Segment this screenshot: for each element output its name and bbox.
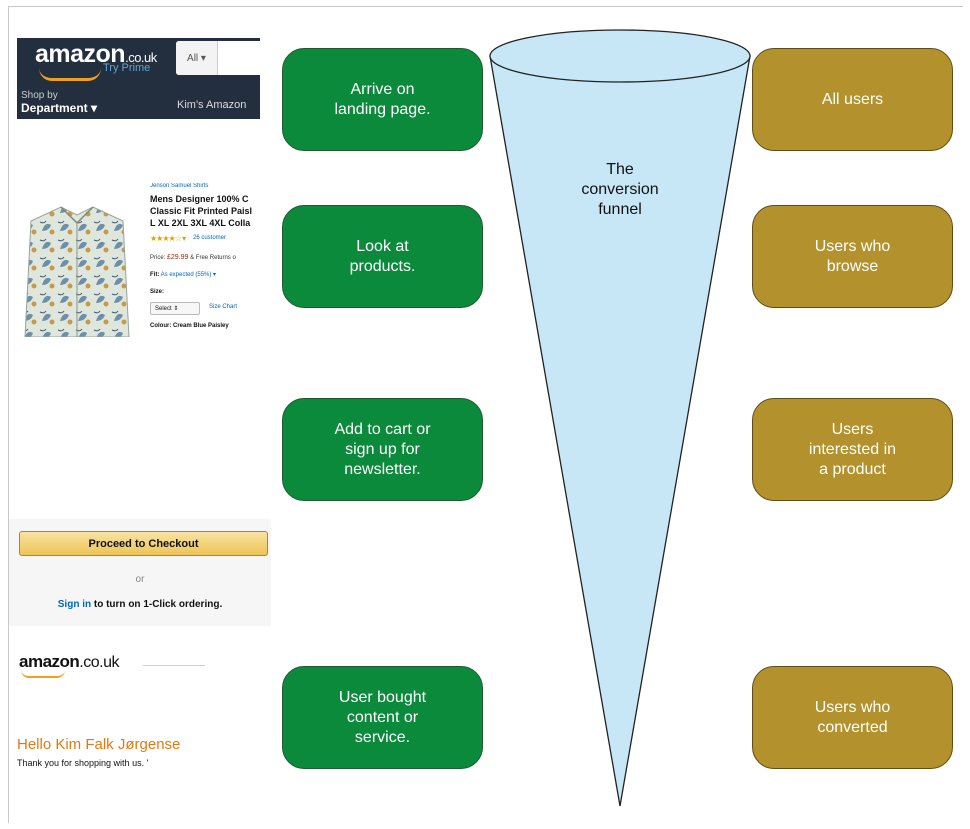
or-separator: or [135, 574, 145, 585]
product-price: Price: £29.99 & Free Returns o [150, 254, 236, 261]
step-box-landing: Arrive on landing page. [282, 48, 483, 151]
review-count: 26 customer [193, 235, 227, 241]
diagram-frame [8, 6, 963, 823]
amazon-logo: amazon.co.uk [35, 40, 157, 68]
product-page-screenshot: Jenson Samuel Shirts Mens Designer 100% … [17, 183, 260, 340]
amazon-header-screenshot: amazon.co.uk Try Prime All ▾ Shop by Dep… [17, 38, 260, 119]
checkout-screenshot: Proceed to Checkout or Sign in to turn o… [9, 519, 271, 626]
segment-box-interested: Users interested in a product [752, 398, 953, 501]
header-rule [143, 665, 205, 666]
segment-box-browse: Users who browse [752, 205, 953, 308]
colour-label: Colour: Cream Blue Paisley [150, 323, 229, 329]
product-brand: Jenson Samuel Shirts [150, 183, 209, 189]
funnel-label: The conversion funnel [581, 161, 659, 218]
amazon-smile-icon [39, 68, 101, 81]
thanks-text: Thank you for shopping with us. ' [17, 758, 149, 768]
amazon-smile-icon [21, 670, 65, 678]
size-chart-link: Size Chart [209, 304, 238, 310]
account-link: Kim's Amazon [177, 99, 247, 111]
segment-box-converted: Users who converted [752, 666, 953, 769]
sign-in-prompt: Sign in to turn on 1-Click ordering. [57, 599, 223, 610]
paisley-shirt-image [24, 206, 130, 337]
greeting-text: Hello Kim Falk Jørgense [17, 736, 181, 753]
size-label: Size: [150, 289, 165, 295]
step-box-add-to-cart: Add to cart or sign up for newsletter. [282, 398, 483, 501]
step-box-bought: User bought content or service. [282, 666, 483, 769]
sign-in-link: Sign in [57, 599, 92, 610]
fit-info: Fit: As expected (55%) ▾ [150, 272, 217, 278]
product-title: Mens Designer 100% C Classic Fit Printed… [150, 194, 253, 228]
rating-stars: ★★★★☆ ▾ [150, 234, 186, 243]
funnel-rim [489, 29, 751, 83]
amazon-email-logo: amazon.co.uk [19, 652, 119, 671]
step-box-look-at-products: Look at products. [282, 205, 483, 308]
proceed-to-checkout-button: Proceed to Checkout [19, 531, 268, 556]
shop-by-label: Shop by [21, 90, 58, 101]
confirmation-email-screenshot: amazon.co.uk Hello Kim Falk Jørgense Tha… [17, 648, 205, 778]
size-select: Select ⇕ [150, 302, 200, 315]
department-menu: Department ▾ [21, 101, 98, 115]
try-prime-link: Try Prime [103, 62, 151, 74]
search-scope-dropdown: All ▾ [176, 41, 218, 75]
conversion-funnel [489, 29, 751, 807]
segment-box-all-users: All users [752, 48, 953, 151]
